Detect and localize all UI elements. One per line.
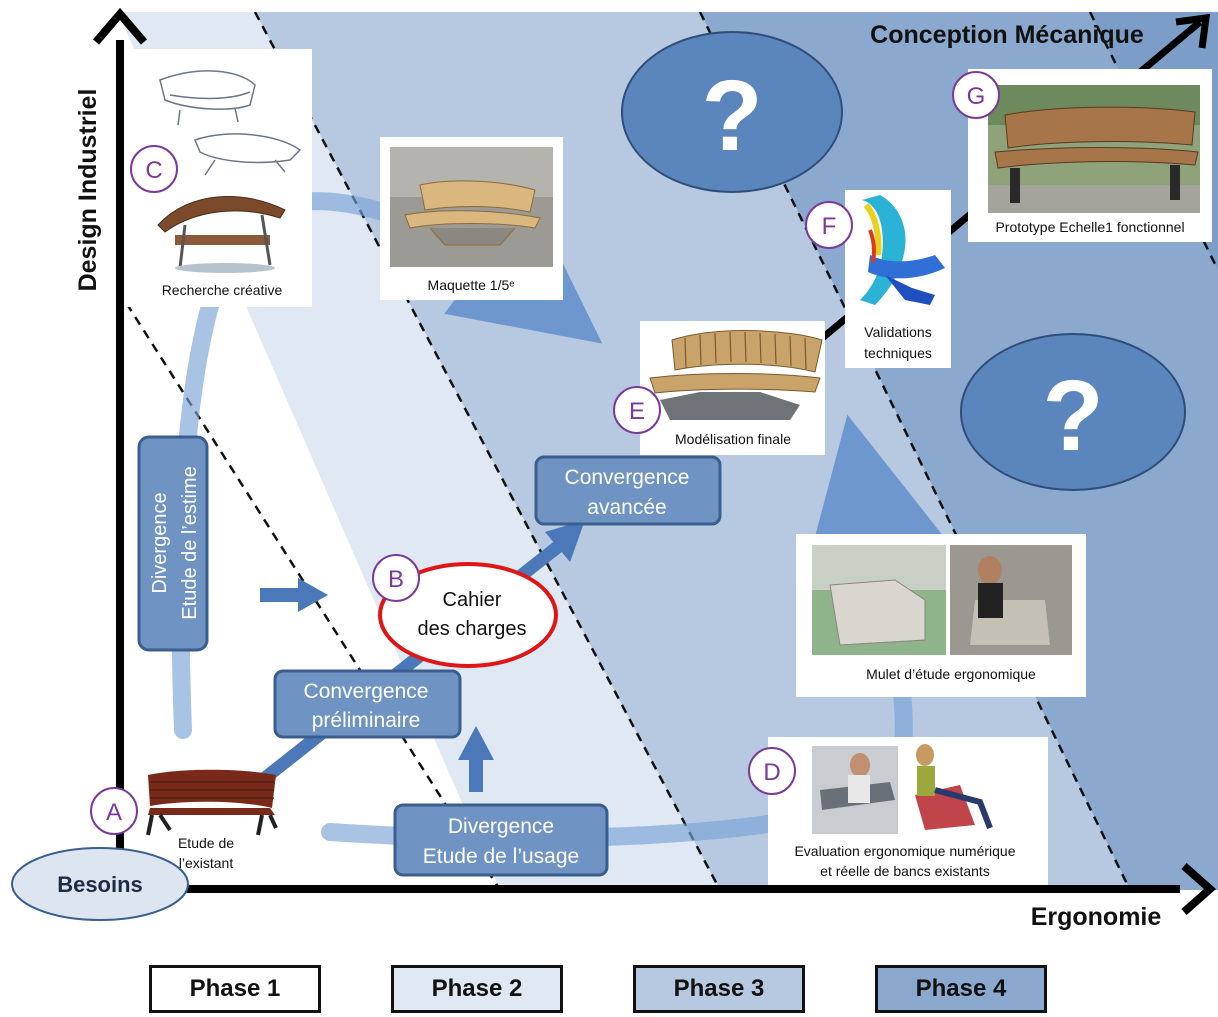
caption-prototype: Prototype Echelle1 fonctionnel [995, 219, 1184, 235]
caption-recherche-creative: Recherche créative [162, 282, 283, 298]
caption-evaluation-line-1: Evaluation ergonomique numérique [794, 843, 1015, 859]
caption-modelisation-finale: Modélisation finale [675, 431, 791, 447]
box-convergence-avancee: Convergence avancée [534, 455, 722, 526]
model-bench [649, 330, 823, 420]
letter-badge-g [952, 71, 1000, 119]
letter-a: A [106, 799, 122, 826]
letter-d: D [763, 759, 780, 786]
small-arrows [260, 578, 494, 792]
letter-f: F [822, 213, 837, 240]
cahier-des-charges: Cahier des charges [378, 562, 558, 668]
caption-validations-line-1: Validations [864, 324, 931, 340]
caption-validations-line-2: techniques [864, 345, 932, 361]
card-recherche-creative: Recherche créative C [124, 49, 312, 307]
phase-2-box: Phase 2 [391, 965, 563, 1013]
box-divergence-usage-line-2: Etude de l’usage [423, 845, 579, 868]
box-convergence-preliminaire-line-2: préliminaire [312, 709, 421, 732]
box-divergence-usage: Divergence Etude de l’usage [393, 803, 609, 877]
letter-badge-f [805, 201, 853, 249]
sketch-bench-1 [159, 70, 256, 126]
letter-badge-a [90, 787, 138, 835]
box-divergence-usage-line-1: Divergence [448, 815, 554, 838]
box-divergence-estime: Divergence Etude de l’estime [137, 435, 209, 652]
sketch-bench-3 [157, 196, 286, 273]
prototype-bench [994, 106, 1199, 203]
letter-badge-e [613, 386, 661, 434]
card-evaluation: Evaluation ergonomique numérique et réel… [748, 737, 1048, 885]
sketch-bench-2 [193, 133, 302, 176]
letter-b: B [388, 566, 404, 593]
arrow-up-small [458, 726, 494, 792]
boundary-2-3 [253, 12, 722, 890]
box-convergence-preliminaire-line-1: Convergence [304, 680, 429, 703]
unknown-mark-1: ? [701, 60, 762, 172]
diagonal-axis-label: Conception Mécanique [870, 21, 1144, 49]
besoins-label: Besoins [57, 872, 143, 897]
phase-3-box: Phase 3 [633, 965, 805, 1013]
x-axis-label: Ergonomie [1031, 903, 1162, 931]
unknown-mark-2: ? [1042, 360, 1103, 472]
milestone-b: B [372, 554, 420, 602]
letter-e: E [629, 398, 645, 425]
box-convergence-preliminaire: Convergence préliminaire [273, 669, 462, 739]
caption-evaluation-line-2: et réelle de bancs existants [820, 863, 990, 879]
caption-etude-existant-line-2: l’existant [179, 855, 234, 871]
letter-c: C [145, 157, 162, 184]
unknown-ellipse-2 [960, 333, 1186, 491]
card-etude-existant: Etude de l’existant A [90, 769, 278, 871]
letter-g: G [967, 83, 986, 110]
box-convergence-avancee-line-1: Convergence [565, 466, 690, 489]
letter-badge-c [130, 145, 178, 193]
fea-graphic [860, 195, 945, 305]
caption-maquette: Maquette 1/5ᵉ [428, 277, 515, 293]
letter-badge-d [748, 747, 796, 795]
convergence-arrowhead [545, 520, 585, 562]
y-axis-arrowhead [92, 7, 148, 45]
phase-4-box: Phase 4 [875, 965, 1047, 1013]
x-axis-arrowhead [1181, 863, 1217, 915]
box-convergence-avancee-line-2: avancée [587, 496, 666, 519]
evaluation-figure-2 [915, 744, 993, 830]
unknown-ellipse-1 [621, 31, 843, 193]
maquette-bench [404, 180, 541, 246]
card-prototype: Prototype Echelle1 fonctionnel G [952, 69, 1212, 242]
card-modelisation-finale: Modélisation finale E [613, 321, 825, 455]
caption-mulet: Mulet d’étude ergonomique [866, 666, 1036, 682]
caption-etude-existant-line-1: Etude de [178, 835, 234, 851]
arrow-right-small [260, 578, 328, 612]
box-divergence-estime-line-1: Divergence [149, 492, 171, 593]
besoins-origin: Besoins [11, 847, 189, 921]
phase-1-box: Phase 1 [149, 965, 321, 1013]
y-axis-label: Design Industriel [74, 89, 102, 292]
box-divergence-estime-line-2: Etude de l’estime [179, 466, 201, 619]
cahier-line-1: Cahier [443, 589, 502, 611]
diagonal-axis-arrowhead [1175, 13, 1211, 49]
letter-badge-b [372, 554, 420, 602]
card-validations-techniques: Validations techniques F [805, 190, 951, 368]
existing-bench [146, 769, 278, 836]
unknown-ellipses: ? ? [621, 31, 1186, 491]
cahier-line-2: des charges [418, 618, 527, 640]
card-maquette: Maquette 1/5ᵉ [380, 137, 563, 300]
card-mulet: Mulet d’étude ergonomique [796, 534, 1086, 697]
